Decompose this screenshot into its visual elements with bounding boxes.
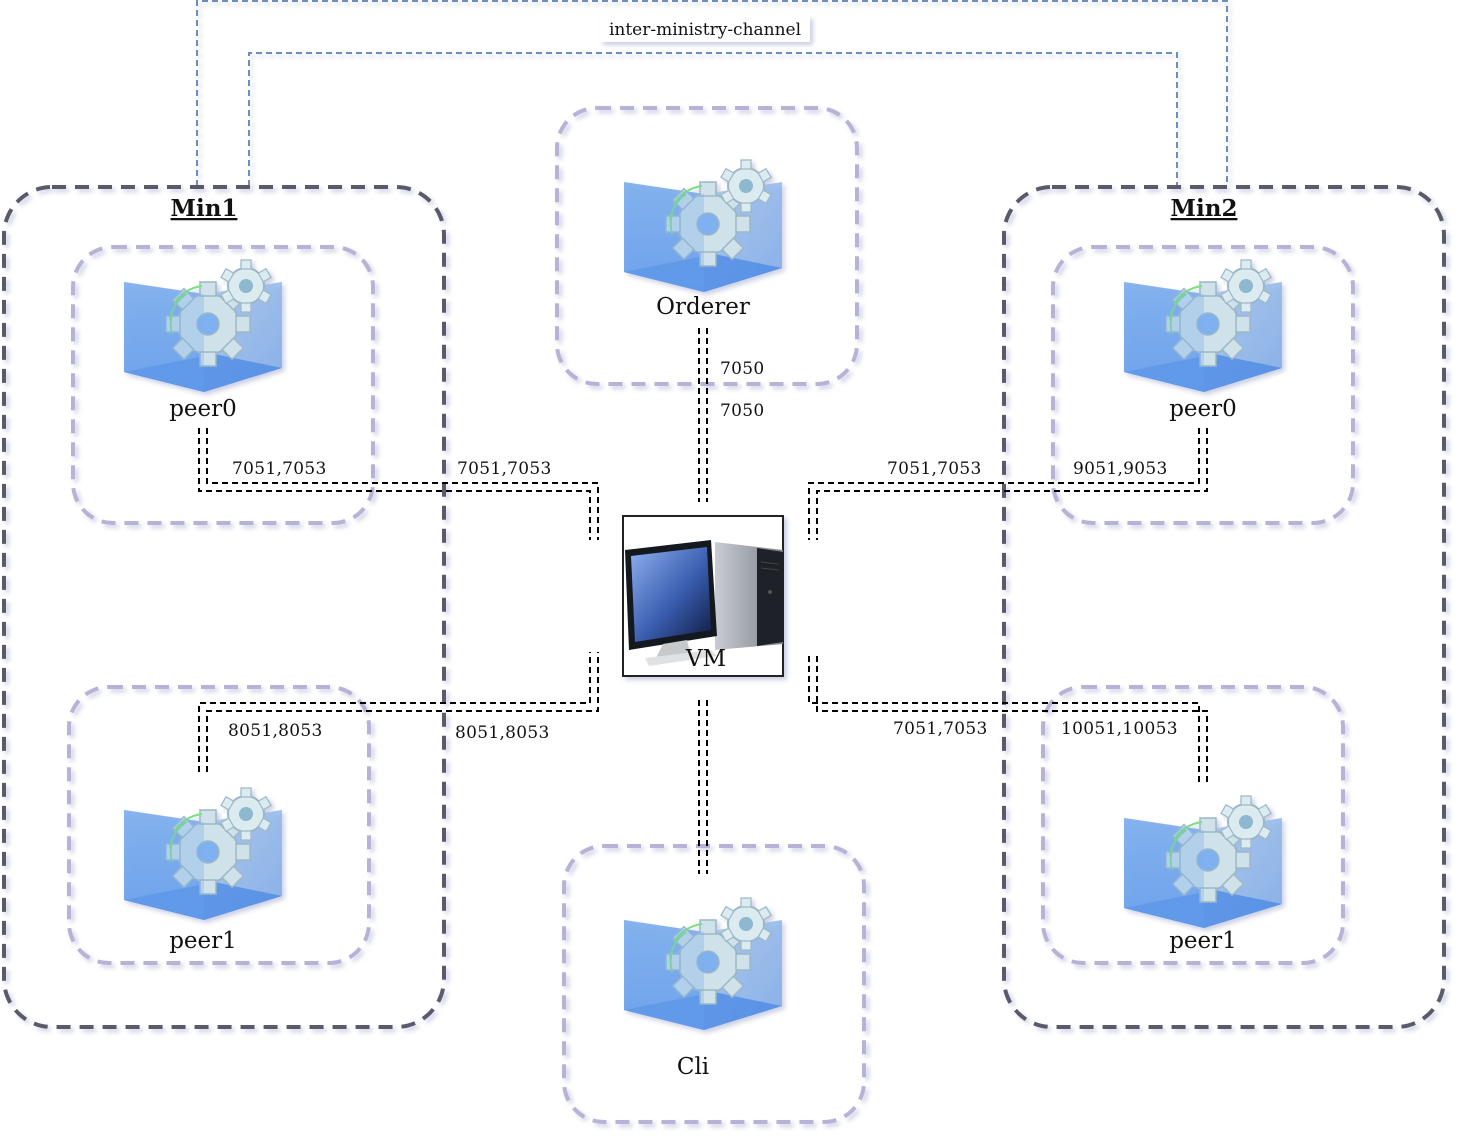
port-label-min1-peer0-dst: 7051,7053 [457, 459, 552, 479]
link-min2-peer1-vm [808, 652, 1208, 782]
node-label: VM [685, 646, 726, 672]
channel-label: inter-ministry-channel [609, 20, 801, 40]
group-min1: Min1 [2, 185, 446, 1029]
container-gears-icon [123, 259, 283, 393]
group-label-min1: Min1 [171, 195, 238, 222]
node-label: peer0 [1169, 396, 1237, 422]
port-label-min2-peer1-src: 10051,10053 [1061, 719, 1178, 739]
container-gears-icon [1123, 259, 1283, 393]
link-vm-cli [698, 700, 708, 874]
link-min1-peer0-vm [198, 428, 599, 540]
container-gears-icon [1123, 795, 1283, 929]
link-min2-peer0-vm [808, 428, 1208, 540]
port-label-min2-peer0-dst: 7051,7053 [887, 459, 982, 479]
links [198, 328, 1208, 874]
node-orderer[interactable]: Orderer [623, 159, 783, 320]
link-min1-peer1-vm [198, 652, 599, 772]
node-min2-peer0[interactable]: peer0 [1123, 259, 1283, 422]
node-label: peer0 [169, 396, 237, 422]
node-cli[interactable]: Cli [623, 897, 783, 1080]
port-label-min2-peer0-src: 9051,9053 [1073, 459, 1168, 479]
channel-label-bg [600, 16, 810, 42]
port-label-orderer-src: 7050 [720, 359, 764, 379]
port-label-min2-peer1-dst: 7051,7053 [893, 719, 988, 739]
port-label-min1-peer0-src: 7051,7053 [232, 459, 327, 479]
node-vm[interactable]: VM [622, 515, 784, 677]
group-label-min2: Min2 [1171, 195, 1238, 222]
node-min1-peer1[interactable]: peer1 [123, 787, 283, 954]
container-gears-icon [123, 787, 283, 921]
node-frame-min2-peer1 [1041, 685, 1345, 965]
channel-line-inner [248, 52, 1178, 186]
node-label: peer1 [1169, 928, 1237, 954]
group-min2: Min2 [1002, 185, 1446, 1029]
port-label-min1-peer1-dst: 8051,8053 [455, 723, 550, 743]
node-frame-min1-peer0 [71, 245, 375, 525]
port-label-orderer-dst: 7050 [720, 401, 764, 421]
node-frame-min2-peer0 [1051, 245, 1355, 525]
port-label-min1-peer1-src: 8051,8053 [228, 721, 323, 741]
inter-ministry-channel: inter-ministry-channel [196, 0, 1228, 186]
node-min1-peer0[interactable]: peer0 [123, 259, 283, 422]
node-label: Orderer [656, 294, 750, 320]
node-min2-peer1[interactable]: peer1 [1123, 795, 1283, 954]
link-orderer-vm [698, 328, 708, 502]
node-label: peer1 [169, 928, 237, 954]
node-frame-min1-peer1 [67, 685, 371, 965]
channel-line-outer [196, 0, 1228, 186]
container-gears-icon [623, 897, 783, 1031]
container-gears-icon [623, 159, 783, 293]
node-frame-cli [562, 844, 866, 1124]
node-label: Cli [677, 1054, 709, 1080]
